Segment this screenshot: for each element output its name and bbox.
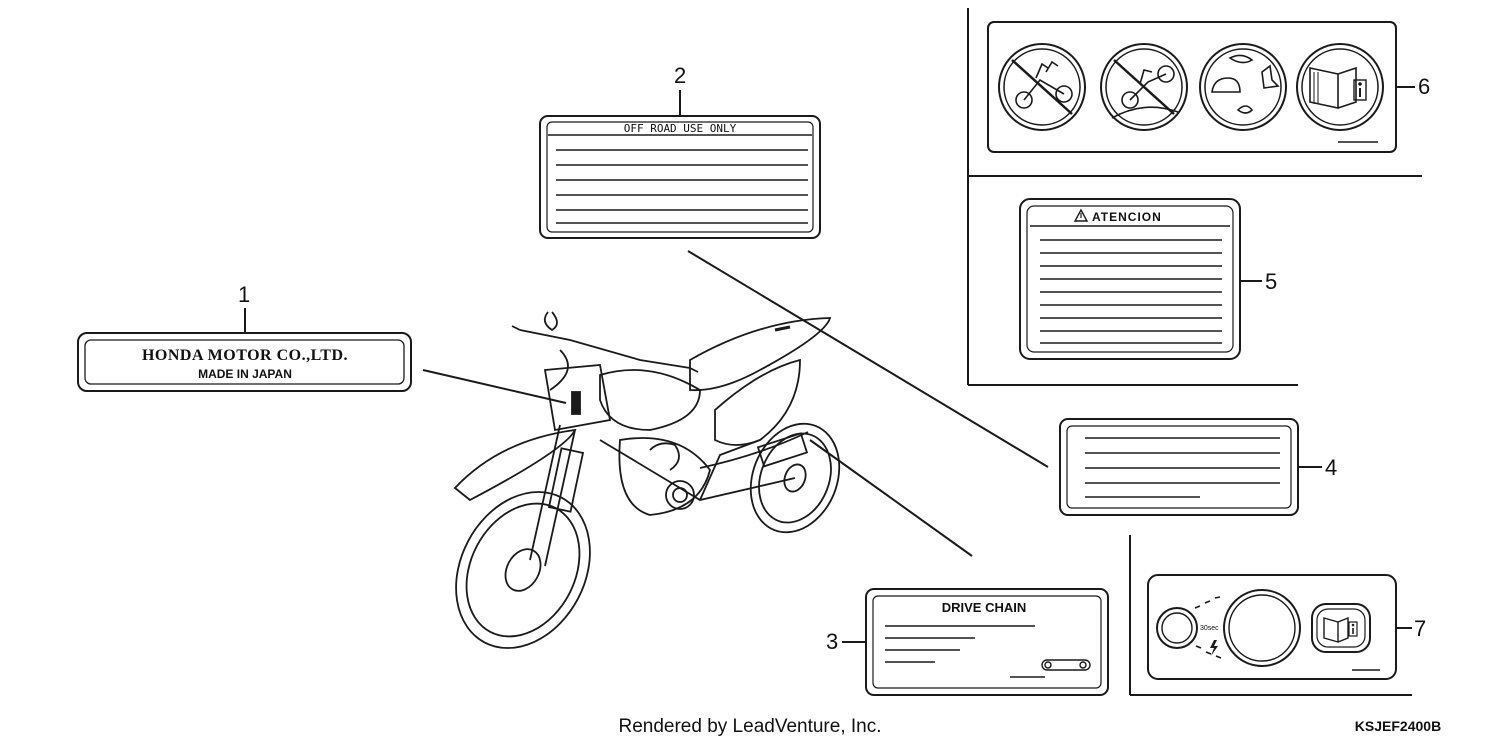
leader-1: [422, 369, 567, 404]
motorcycle-illustration: [453, 311, 841, 649]
callout-1: 1: [238, 282, 250, 307]
honda-label-line1: HONDA MOTOR CO.,LTD.: [142, 347, 348, 364]
no-road-riding-icon: [1100, 43, 1188, 131]
leader-4: [687, 250, 1049, 468]
callout-6: 6: [1418, 74, 1430, 99]
part-4-label[interactable]: [1059, 418, 1299, 516]
part-7-choke-label[interactable]: 30sec: [1147, 574, 1397, 680]
callout-4: 4: [1325, 455, 1337, 480]
leader-3: [809, 439, 973, 557]
credit-text: Rendered by LeadVenture, Inc.: [618, 716, 881, 737]
read-manual-icon: [1296, 43, 1384, 131]
lightning-icon: [1210, 640, 1218, 656]
choke-time-text: 30sec: [1200, 625, 1219, 632]
drive-chain-title: DRIVE CHAIN: [942, 600, 1027, 615]
part-5-atencion-label[interactable]: ATENCION: [1019, 198, 1241, 360]
read-manual-icon-small: [1311, 603, 1371, 653]
choke-knob-icon: 30sec: [1156, 589, 1301, 667]
no-passenger-icon: [998, 43, 1086, 131]
off-road-title: OFF ROAD USE ONLY: [624, 122, 737, 135]
part-2-off-road-label[interactable]: OFF ROAD USE ONLY: [539, 115, 821, 239]
callout-2: 2: [674, 63, 686, 88]
warning-triangle-icon: [1073, 208, 1089, 222]
atencion-title: ATENCION: [1092, 210, 1162, 224]
part-3-drive-chain-label[interactable]: DRIVE CHAIN: [865, 588, 1109, 696]
protective-gear-icon: [1199, 43, 1287, 131]
part-6-pictogram-label[interactable]: [987, 21, 1397, 153]
panel-dividers: [967, 8, 1422, 696]
callout-7: 7: [1414, 616, 1426, 641]
diagram-code: KSJEF2400B: [1355, 718, 1441, 734]
chain-adjuster-icon: [1041, 659, 1091, 671]
callout-5: 5: [1265, 269, 1277, 294]
callout-3: 3: [826, 629, 838, 654]
honda-label-line2: MADE IN JAPAN: [198, 367, 292, 381]
part-1-honda-label[interactable]: HONDA MOTOR CO.,LTD. MADE IN JAPAN: [77, 332, 412, 392]
